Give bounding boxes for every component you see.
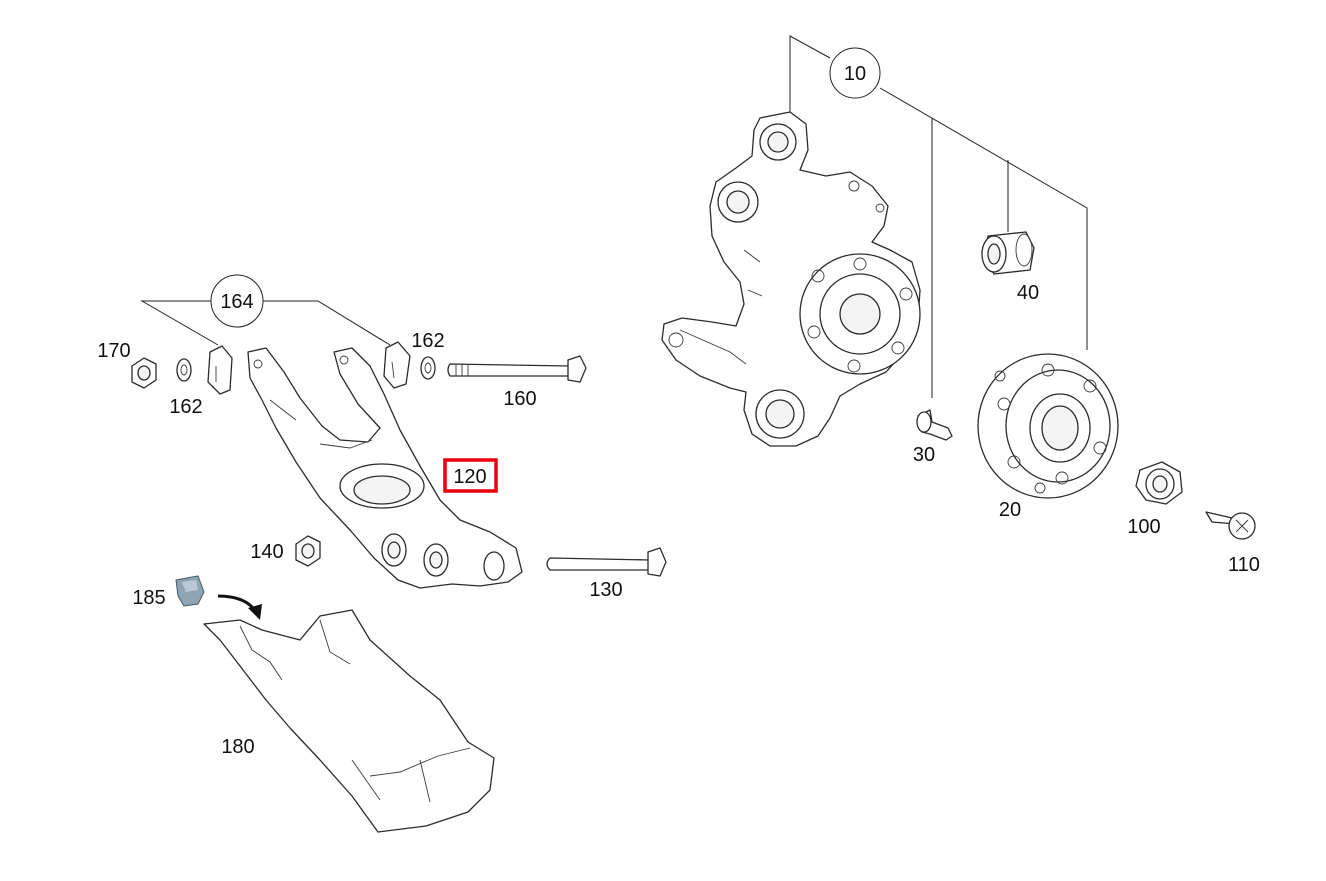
bushing[interactable] <box>981 231 1035 275</box>
callout-170[interactable]: 170 <box>97 340 130 362</box>
washer-left[interactable] <box>176 358 192 382</box>
clip-185[interactable] <box>175 575 205 607</box>
callout-20[interactable]: 20 <box>999 499 1021 521</box>
washer-right[interactable] <box>420 356 436 380</box>
bolt-130[interactable] <box>546 547 667 577</box>
wheel-hub[interactable] <box>977 353 1119 499</box>
bolt-110[interactable] <box>1205 511 1256 540</box>
callout-180[interactable]: 180 <box>221 736 254 758</box>
svg-text:120: 120 <box>453 466 486 488</box>
callout-162-left[interactable]: 162 <box>169 396 202 418</box>
leader-lines-164 <box>140 300 391 346</box>
callout-185[interactable]: 185 <box>132 587 165 609</box>
callout-40[interactable]: 40 <box>1017 282 1039 304</box>
bolt-160[interactable] <box>447 355 587 383</box>
highlight-box <box>443 458 498 493</box>
hub-nut[interactable] <box>1135 461 1183 505</box>
callout-160[interactable]: 160 <box>503 388 536 410</box>
svg-text:10: 10 <box>844 63 866 85</box>
leader-lines-10 <box>789 35 1088 398</box>
callout-10[interactable]: 10 <box>829 47 881 99</box>
callout-164[interactable]: 164 <box>210 274 264 328</box>
bolt-30[interactable] <box>916 409 953 441</box>
callout-100[interactable]: 100 <box>1127 516 1160 538</box>
steering-knuckle[interactable] <box>661 111 921 447</box>
arm-cover[interactable] <box>203 609 495 833</box>
callout-140[interactable]: 140 <box>250 541 283 563</box>
bracket-left[interactable] <box>207 345 233 395</box>
nut-170[interactable] <box>131 357 157 389</box>
callout-30[interactable]: 30 <box>913 444 935 466</box>
svg-text:164: 164 <box>220 291 253 313</box>
control-arm[interactable] <box>247 347 523 589</box>
callout-130[interactable]: 130 <box>589 579 622 601</box>
callout-120-highlighted[interactable]: 120 <box>443 458 498 493</box>
callout-110[interactable]: 110 <box>1228 554 1260 576</box>
nut-140[interactable] <box>295 535 321 567</box>
callout-162-right[interactable]: 162 <box>411 330 444 352</box>
bracket-right[interactable] <box>383 341 411 389</box>
install-arrow <box>217 594 262 620</box>
